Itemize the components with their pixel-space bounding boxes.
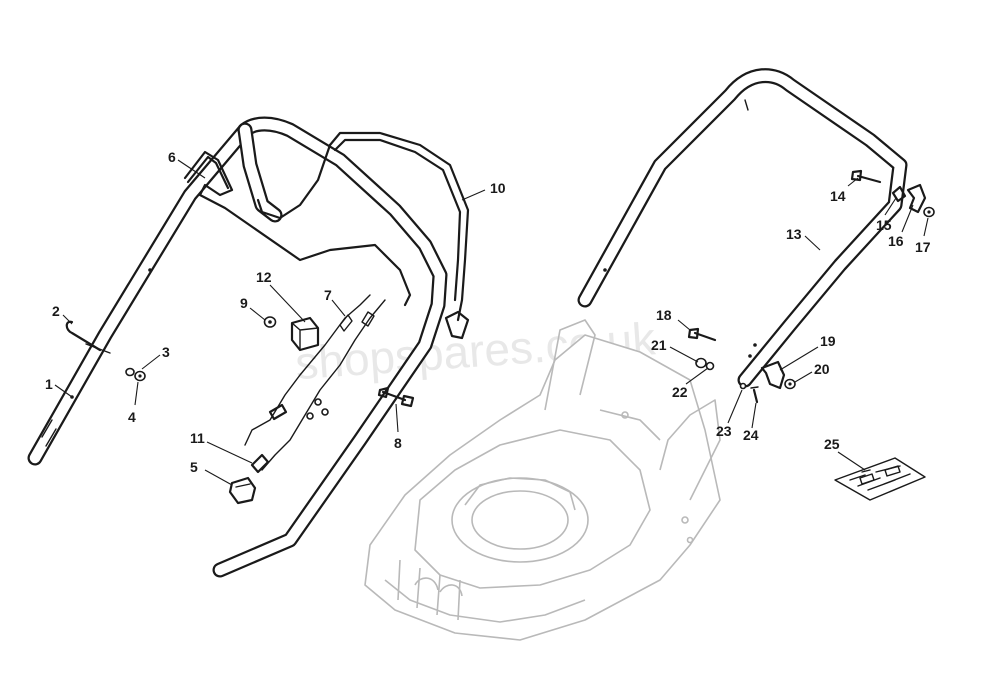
callout-7: 7 bbox=[324, 287, 332, 303]
drive-bail-wire bbox=[183, 150, 412, 307]
handle-bolt bbox=[377, 386, 415, 408]
callout-12: 12 bbox=[256, 269, 272, 285]
callout-20: 20 bbox=[814, 361, 830, 377]
washer-nut-left bbox=[125, 367, 146, 382]
callout-numbers: 1 2 3 4 5 6 7 8 9 10 11 12 13 14 15 16 1… bbox=[45, 149, 931, 475]
lower-handle-tube bbox=[27, 122, 253, 466]
hardware-bag bbox=[834, 457, 926, 501]
callout-leaders bbox=[54, 159, 929, 486]
callout-17: 17 bbox=[915, 239, 931, 255]
callout-22: 22 bbox=[672, 384, 688, 400]
nut-9 bbox=[263, 316, 277, 328]
callout-11: 11 bbox=[190, 430, 205, 446]
top-handle-hoop bbox=[212, 116, 448, 578]
knob-assembly-lower bbox=[760, 360, 796, 390]
callout-13: 13 bbox=[786, 226, 802, 242]
callout-1: 1 bbox=[45, 376, 53, 392]
mower-deck bbox=[364, 319, 721, 641]
washers-21-22 bbox=[695, 357, 715, 371]
callout-2: 2 bbox=[52, 303, 60, 319]
callout-5: 5 bbox=[190, 459, 198, 475]
callout-23: 23 bbox=[716, 423, 732, 439]
upper-handle bbox=[577, 68, 908, 388]
control-cables bbox=[244, 294, 386, 474]
callout-14: 14 bbox=[830, 188, 846, 204]
brake-bail bbox=[256, 131, 470, 340]
callout-8: 8 bbox=[394, 435, 402, 451]
callout-4: 4 bbox=[128, 409, 136, 425]
callout-25: 25 bbox=[824, 436, 840, 452]
screw-23-24 bbox=[739, 382, 759, 404]
bolt-14 bbox=[850, 169, 882, 184]
cable-block bbox=[290, 316, 320, 352]
callout-18: 18 bbox=[656, 307, 672, 323]
callout-15: 15 bbox=[876, 217, 892, 233]
callout-21: 21 bbox=[651, 337, 667, 353]
cable-clip bbox=[228, 476, 257, 505]
callout-24: 24 bbox=[743, 427, 759, 443]
bolt-18 bbox=[687, 327, 717, 342]
callout-9: 9 bbox=[240, 295, 248, 311]
callout-3: 3 bbox=[162, 344, 170, 360]
callout-16: 16 bbox=[888, 233, 904, 249]
callout-6: 6 bbox=[168, 149, 176, 165]
callout-19: 19 bbox=[820, 333, 836, 349]
callout-10: 10 bbox=[490, 180, 506, 196]
